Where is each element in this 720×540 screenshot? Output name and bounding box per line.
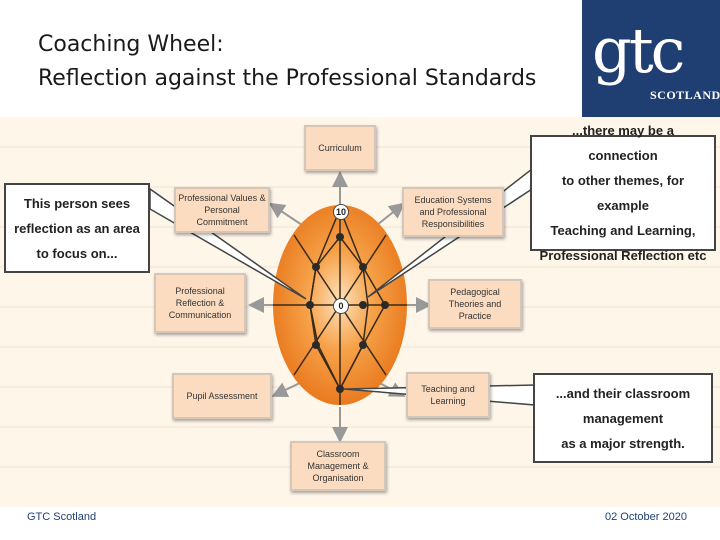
wheel-outer-label: 10 [333,204,349,220]
slide-title-line1: Coaching Wheel: [38,32,224,57]
segment-classroom-management: Classroom Management & Organisation [290,441,386,491]
segment-professional-reflection: Professional Reflection & Communication [154,273,246,333]
logo-wordmark: gtc [592,14,685,87]
callout-strength: ...and their classroom management as a m… [533,373,713,463]
wheel-center-label: 0 [333,298,349,314]
segment-teaching-learning: Teaching and Learning [406,372,490,418]
callout-connection: ...there may be a connection to other th… [530,123,716,263]
wheel-score-dots [306,233,389,393]
coaching-wheel-diagram: 10 0 Curriculum Education Systems and Pr… [0,117,720,507]
segment-education-systems: Education Systems and Professional Respo… [402,187,504,237]
segment-pedagogical-theories: Pedagogical Theories and Practice [428,279,522,329]
segment-curriculum: Curriculum [304,125,376,171]
callout-focus-area: This person sees reflection as an area t… [4,183,150,273]
segment-professional-values: Professional Values & Personal Commitmen… [174,187,270,233]
slide-title-line2: Reflection against the Professional Stan… [38,66,537,91]
footer-date: 02 October 2020 [605,511,687,523]
gtc-scotland-logo: gtc SCOTLAND [582,0,720,117]
segment-pupil-assessment: Pupil Assessment [172,373,272,419]
footer-organisation: GTC Scotland [27,511,97,523]
logo-subtitle: SCOTLAND [650,88,720,102]
slide-title: Coaching Wheel: Reflection against the P… [38,28,536,96]
